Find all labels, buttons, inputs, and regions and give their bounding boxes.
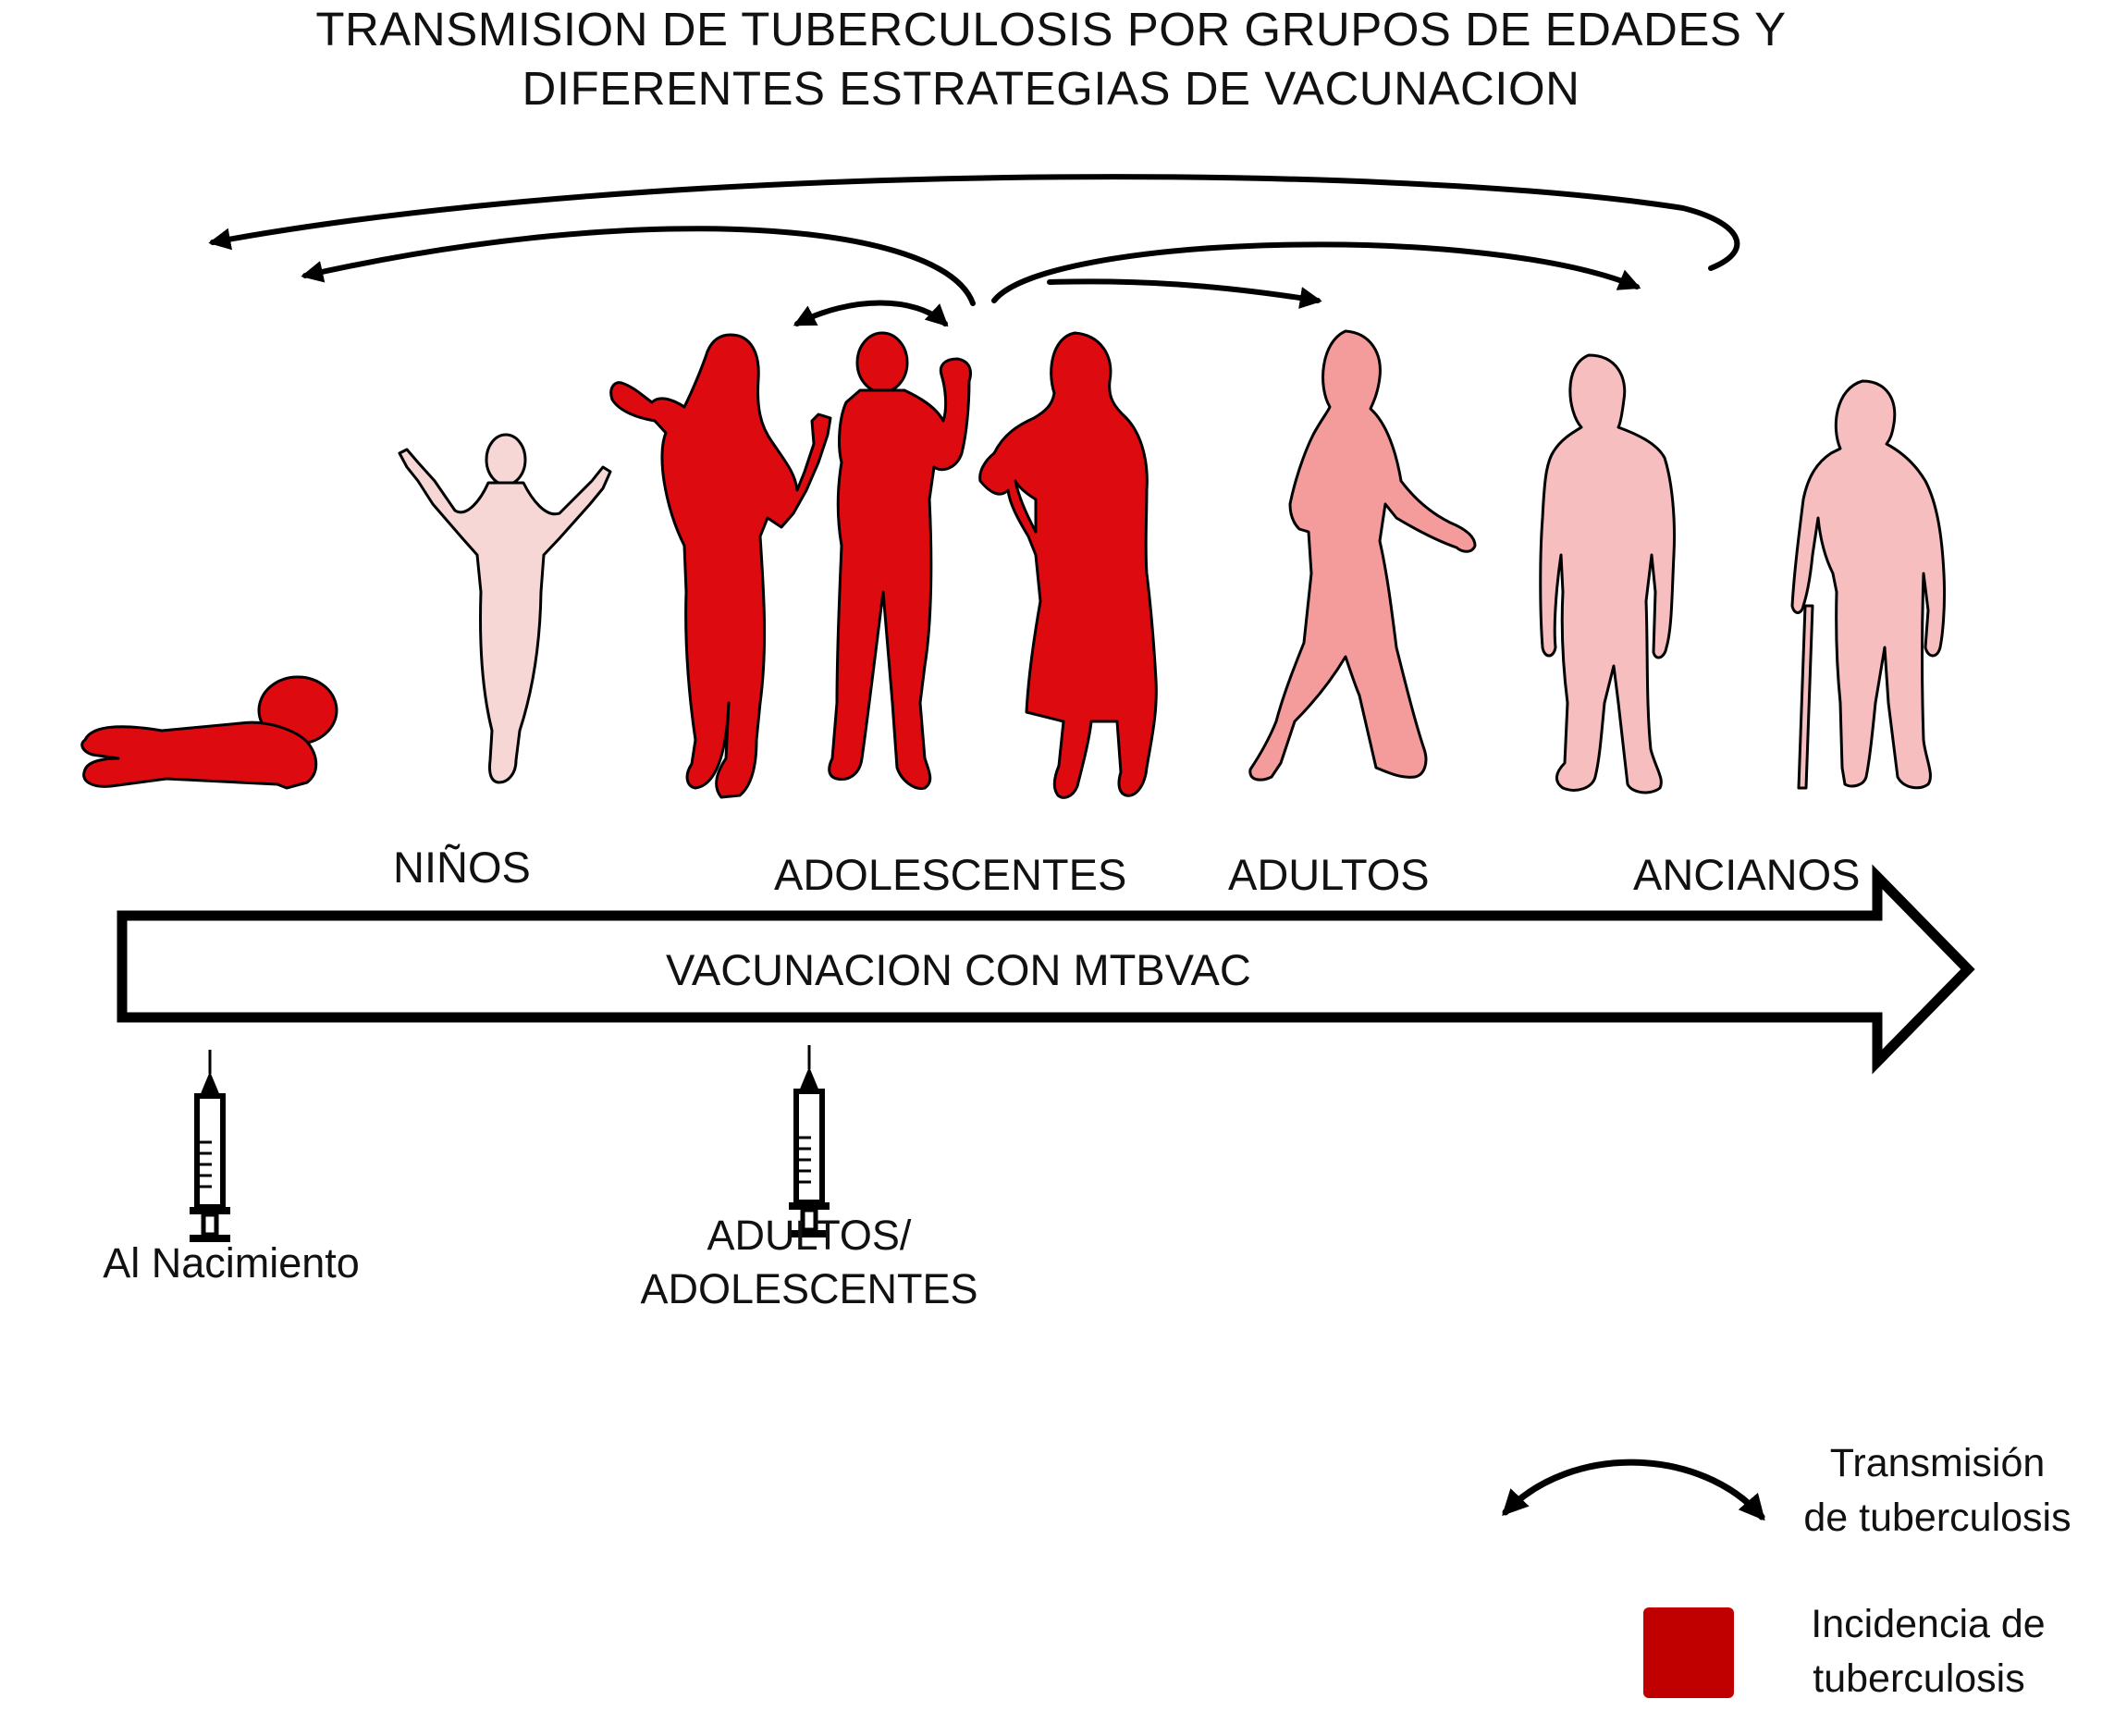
figure-teen-boy	[828, 331, 972, 791]
vaccination-point-adults-label-line1: ADULTOS/	[707, 1212, 912, 1259]
legend-transmission-label-line1: Transmisión	[1829, 1441, 2046, 1485]
title-line-2: DIFERENTES ESTRATEGIAS DE VACUNACION	[522, 62, 1580, 115]
figure-walking-adult	[1248, 329, 1477, 782]
walking-cane	[1797, 604, 1814, 790]
figure-teen-girl	[609, 333, 832, 799]
syringe-icon	[789, 1045, 830, 1237]
figure-elderly-cane	[1790, 379, 1947, 790]
curved-double-arrow-icon	[1502, 1459, 1765, 1521]
transmission-arc-to-adults	[1047, 278, 1322, 309]
figure-older-adult	[1539, 353, 1677, 794]
vaccination-timeline-arrow	[117, 864, 1975, 1075]
figure-woman	[978, 331, 1158, 799]
transmission-arc-between-teens	[793, 300, 949, 327]
vaccination-arrow-label: VACUNACION CON MTBVAC	[666, 945, 1251, 994]
transmission-arc-to-elderly	[991, 241, 1641, 303]
age-group-label-adolescentes: ADOLESCENTES	[774, 850, 1127, 899]
legend-incidence-label-line1: Incidencia de	[1811, 1602, 2046, 1646]
figure-child	[398, 433, 612, 784]
age-group-label-ancianos: ANCIANOS	[1633, 850, 1861, 899]
figure-baby	[80, 675, 338, 790]
syringe-icon	[190, 1050, 230, 1242]
legend-transmission-label-line2: de tuberculosis	[1803, 1496, 2071, 1540]
vaccination-point-birth-label: Al Nacimiento	[103, 1239, 360, 1287]
title-line-1: TRANSMISION DE TUBERCULOSIS POR GRUPOS D…	[315, 3, 1787, 55]
transmission-arc-teens-to-children	[301, 226, 976, 306]
age-group-label-ninos: NIÑOS	[393, 843, 531, 892]
transmission-arrows	[208, 174, 1740, 327]
vaccination-point-adults-label-line2: ADOLESCENTES	[640, 1265, 978, 1312]
age-group-label-adultos: ADULTOS	[1228, 850, 1430, 899]
transmission-arc-outer	[208, 174, 1740, 271]
legend-incidence-label-line2: tuberculosis	[1813, 1656, 2025, 1701]
incidence-swatch	[1643, 1607, 1734, 1698]
